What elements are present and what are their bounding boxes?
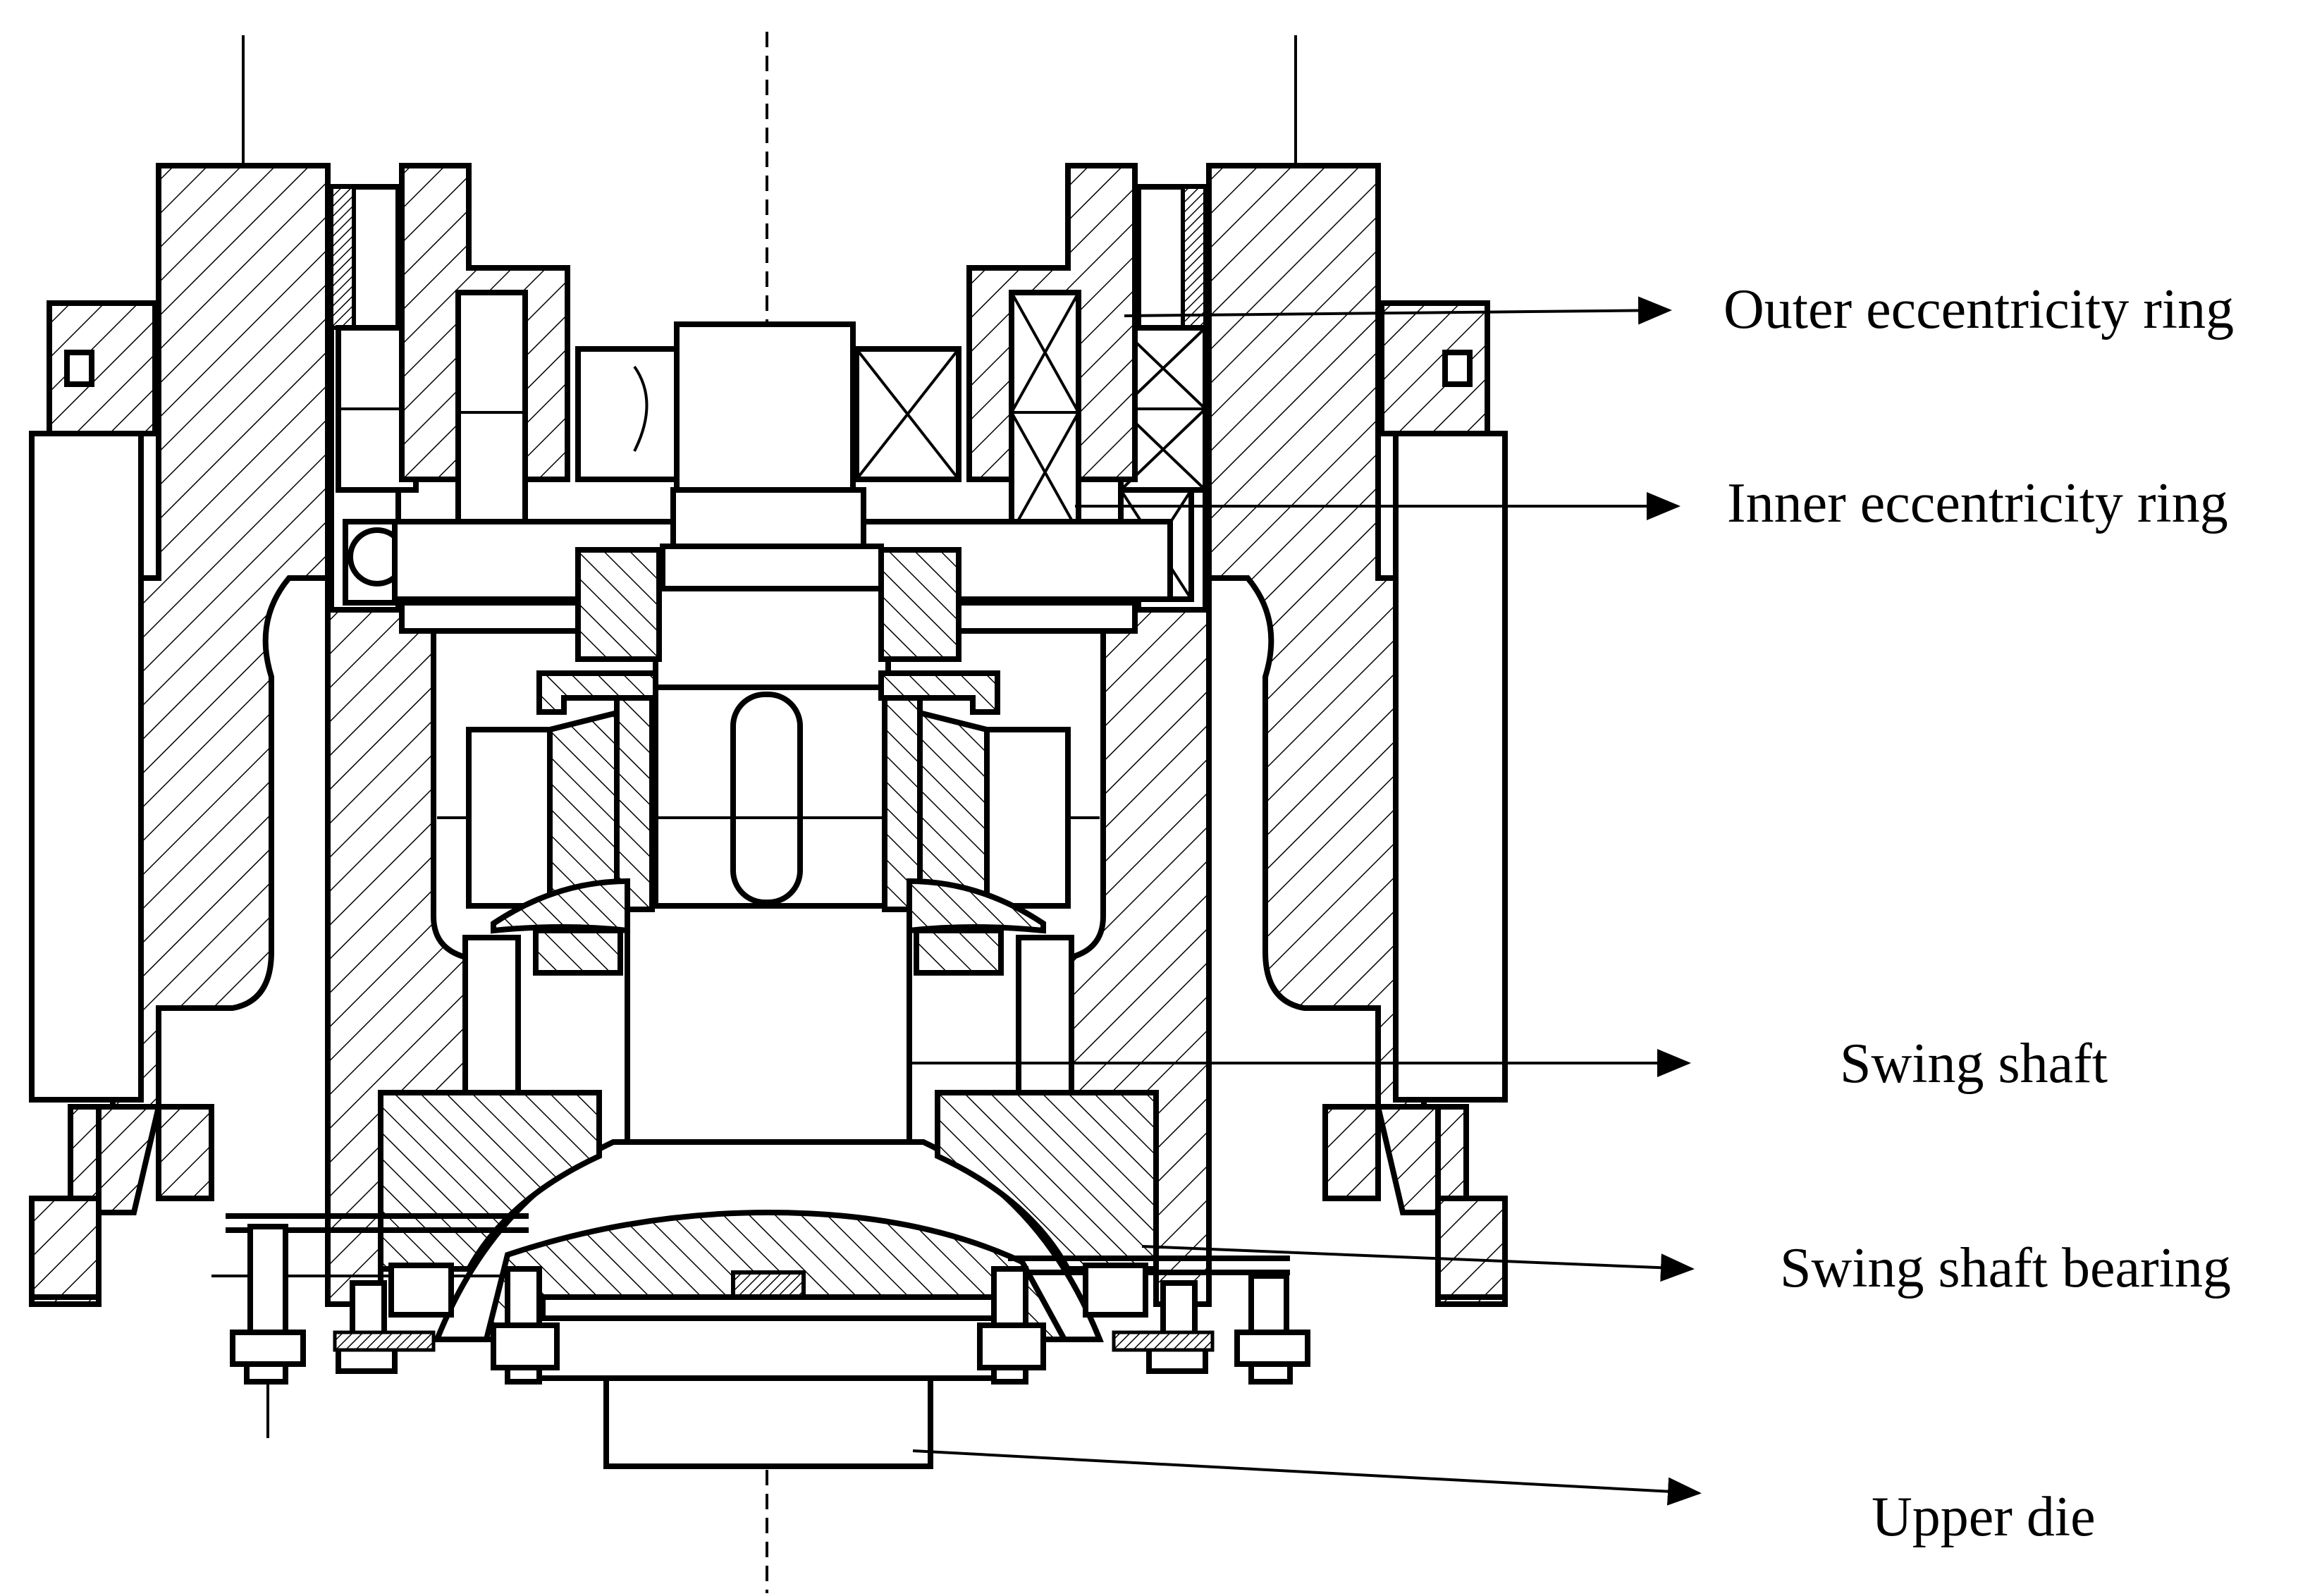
- bolts: [230, 1224, 1310, 1385]
- inner-eccentricity-ring: [399, 163, 1194, 602]
- housing-right: [1206, 163, 1508, 1307]
- label-outer-eccentricity-ring: Outer eccentricity ring: [1724, 278, 2234, 340]
- inner-housing: [325, 575, 1212, 1307]
- housing-left: [29, 163, 331, 1307]
- label-swing-shaft: Swing shaft: [1840, 1033, 2108, 1095]
- label-swing-shaft-bearing: Swing shaft bearing: [1780, 1237, 2231, 1299]
- leader-outer-eccentricity-ring: [1124, 296, 1672, 325]
- label-upper-die: Upper die: [1872, 1486, 2096, 1548]
- swing-shaft-taper-bearings: [466, 547, 1071, 976]
- label-inner-eccentricity-ring: Inner eccentricity ring: [1727, 472, 2228, 534]
- upper-die: [603, 1375, 933, 1469]
- leader-lines: [909, 296, 1702, 1506]
- leader-swing-shaft-bearing: [1141, 1245, 1695, 1282]
- leader-upper-die: [912, 1449, 1702, 1506]
